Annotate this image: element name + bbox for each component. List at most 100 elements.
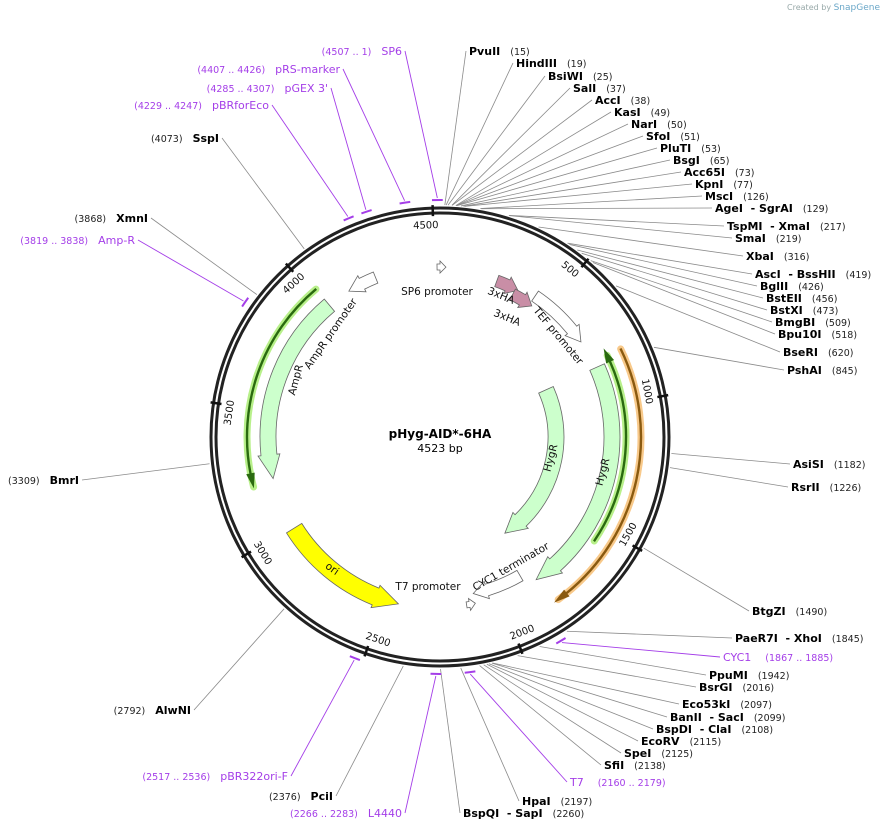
enzyme-site-label[interactable]: AccI(38): [595, 94, 650, 107]
sp6-promoter-arrow[interactable]: [436, 260, 447, 274]
enzyme-name: PpuMI: [709, 669, 748, 682]
enzyme-site-label[interactable]: Bpu10I(518): [778, 328, 857, 341]
enzyme-position: (77): [733, 180, 753, 191]
enzyme-site-label[interactable]: BspDI - ClaI(2108): [656, 723, 773, 736]
primer-binding-mark[interactable]: [555, 637, 567, 645]
enzyme-position: (473): [813, 306, 839, 317]
primer-binding-mark[interactable]: [343, 215, 354, 222]
enzyme-site-label[interactable]: BsiWI(25): [548, 70, 612, 83]
enzyme-name: MscI: [705, 190, 733, 203]
hygr-inner-arrow[interactable]: [504, 386, 565, 534]
enzyme-site-label[interactable]: SmaI(219): [735, 232, 801, 245]
t7-promoter-arrow[interactable]: [465, 597, 476, 612]
green-feature-arrow-left[interactable]: [245, 287, 318, 489]
enzyme-name: TspMI - XmaI: [727, 220, 810, 233]
enzyme-site-label[interactable]: BmgBI(509): [775, 316, 851, 329]
enzyme-name: BglII: [760, 280, 788, 293]
enzyme-site-label[interactable]: PshAI(845): [787, 364, 857, 377]
primer-binding-mark[interactable]: [361, 209, 372, 215]
enzyme-site-label[interactable]: EcoRV(2115): [641, 735, 721, 748]
primer-binding-mark[interactable]: [399, 200, 411, 205]
enzyme-position: (2099): [754, 713, 786, 724]
enzyme-name: BstXI: [770, 304, 803, 317]
enzyme-site-label[interactable]: AsiSI(1182): [793, 458, 865, 471]
primer-label[interactable]: (4407 .. 4426)pRS-marker: [197, 63, 340, 76]
enzyme-site-label[interactable]: AgeI - SgrAI(129): [715, 202, 828, 215]
enzyme-position: (620): [828, 348, 854, 359]
enzyme-leader-line: [463, 171, 682, 207]
enzyme-site-label[interactable]: SfoI(51): [646, 130, 700, 143]
enzyme-site-label[interactable]: BseRI(620): [783, 346, 854, 359]
enzyme-position: (73): [735, 168, 755, 179]
primer-label[interactable]: (4229 .. 4247) pBRforEco: [134, 99, 269, 112]
enzyme-site-label[interactable]: XbaI(316): [746, 250, 809, 263]
tick-mark: [517, 643, 524, 655]
enzyme-site-label[interactable]: Acc65I(73): [684, 166, 754, 179]
primer-binding-mark[interactable]: [241, 297, 250, 308]
enzyme-leader-line: [455, 111, 612, 206]
enzyme-leader-line: [517, 655, 697, 688]
primer-binding-mark[interactable]: [464, 670, 476, 674]
enzyme-leader-line: [464, 183, 693, 207]
primer-binding-mark[interactable]: [349, 655, 361, 661]
enzyme-position: (1845): [832, 634, 864, 645]
primer-range: (4229 .. 4247): [134, 101, 202, 112]
enzyme-position: (49): [651, 108, 671, 119]
primer-label[interactable]: (2266 .. 2283)L4440: [290, 807, 402, 820]
ampr-promoter-arrow[interactable]: [348, 271, 379, 293]
enzyme-site-label[interactable]: NarI(50): [631, 118, 687, 131]
enzyme-site-label[interactable]: RsrII(1226): [791, 481, 861, 494]
primer-label[interactable]: T7(2160 .. 2179): [569, 776, 666, 789]
enzyme-site-label[interactable]: SfiI(2138): [604, 759, 666, 772]
enzyme-site-label[interactable]: PluTI(53): [660, 142, 721, 155]
enzyme-leader-line: [669, 467, 789, 488]
enzyme-site-label[interactable]: BsrGI(2016): [699, 681, 774, 694]
enzyme-site-label[interactable]: KasI(49): [614, 106, 670, 119]
primer-label[interactable]: (2517 .. 2536)pBR322ori-F: [142, 770, 288, 783]
enzyme-site-label[interactable]: (2792)AlwNI: [114, 704, 191, 717]
enzyme-site-label[interactable]: AscI - BssHII(419): [755, 268, 871, 281]
enzyme-site-label[interactable]: PaeR7I - XhoI(1845): [735, 632, 863, 645]
enzyme-site-label[interactable]: PvuII(15): [469, 45, 530, 58]
enzyme-name: BspDI - ClaI: [656, 723, 731, 736]
ampr-arrow[interactable]: [257, 298, 336, 480]
enzyme-site-label[interactable]: KpnI(77): [695, 178, 753, 191]
enzyme-site-label[interactable]: SpeI(2125): [624, 747, 693, 760]
enzyme-site-label[interactable]: BspQI - SapI(2260): [463, 807, 584, 820]
enzyme-position: (2260): [553, 809, 585, 820]
3xha-arrow-2[interactable]: [509, 288, 533, 309]
3xha-arrow-1[interactable]: [494, 274, 519, 295]
enzyme-site-label[interactable]: BstEII(456): [766, 292, 837, 305]
primer-label[interactable]: CYC1(1867 .. 1885): [723, 651, 833, 664]
primer-label[interactable]: (4285 .. 4307)pGEX 3': [207, 82, 328, 95]
cyc1-terminator-arrow[interactable]: [472, 569, 524, 600]
enzyme-leader-line: [592, 262, 776, 335]
enzyme-name: Eco53kI: [682, 698, 730, 711]
sp6-promoter-label: SP6 promoter: [401, 286, 473, 298]
enzyme-site-label[interactable]: (4073)SspI: [151, 132, 219, 145]
enzyme-site-label[interactable]: (3868)XmnI: [75, 212, 148, 225]
ori-arrow[interactable]: [285, 522, 400, 609]
enzyme-site-label[interactable]: PpuMI(1942): [709, 669, 789, 682]
enzyme-site-label[interactable]: Eco53kI(2097): [682, 698, 772, 711]
primer-label[interactable]: (3819 .. 3838)Amp-R: [20, 234, 135, 247]
enzyme-site-label[interactable]: BstXI (473): [770, 304, 838, 317]
enzyme-site-label[interactable]: MscI(126): [705, 190, 769, 203]
primer-name: pBRforEco: [212, 99, 269, 112]
enzyme-site-label[interactable]: TspMI - XmaI(217): [727, 220, 846, 233]
enzyme-leader-line: [577, 249, 764, 299]
enzyme-site-label[interactable]: HpaI(2197): [522, 795, 592, 808]
green-feature-arrow-right[interactable]: [592, 348, 628, 543]
enzyme-site-label[interactable]: BtgZI(1490): [752, 605, 827, 618]
enzyme-site-label[interactable]: (2376)PciI: [269, 790, 333, 803]
primer-label[interactable]: (4507 .. 1)SP6: [322, 45, 402, 58]
orange-feature-arrow[interactable]: [554, 348, 643, 603]
enzyme-site-label[interactable]: BglII(426): [760, 280, 824, 293]
enzyme-site-label[interactable]: (3309)BmrI: [8, 474, 79, 487]
enzyme-site-label[interactable]: BanII - SacI(2099): [670, 711, 785, 724]
tef-promoter-arrow[interactable]: [531, 290, 582, 343]
enzyme-site-label[interactable]: HindIII(19): [516, 57, 586, 70]
hygr-outer-arrow[interactable]: [535, 363, 621, 581]
enzyme-site-label[interactable]: SalI(37): [573, 82, 626, 95]
enzyme-site-label[interactable]: BsgI(65): [673, 154, 729, 167]
